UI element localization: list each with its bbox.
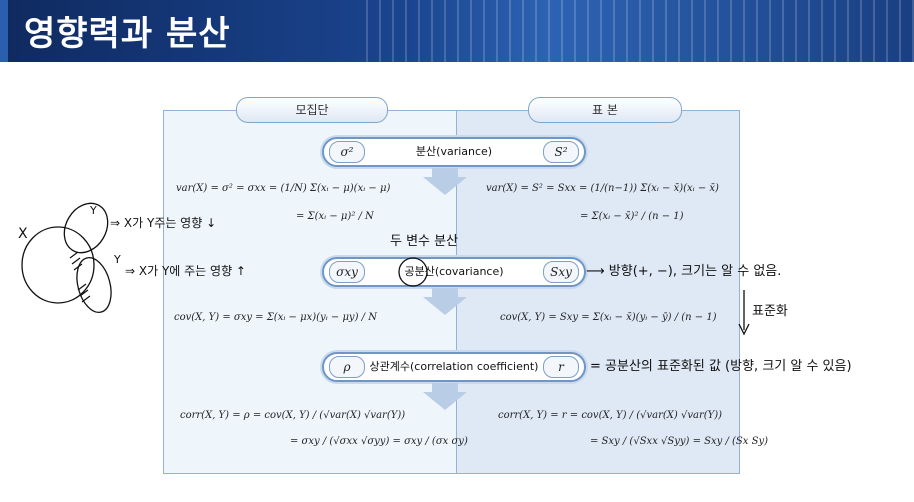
rho-symbol: ρ [329,356,365,378]
sigma-squared-symbol: σ² [329,141,365,163]
var-smp-formula: var(X) = S² = Sxx = (1/(n−1)) Σ(xᵢ − x̄)… [486,183,719,194]
var-pop-formula-2: = Σ(xᵢ − μ)² / N [296,211,374,222]
venn-x-label: X [18,226,28,242]
note-influence-down: ⇒ X가 Y주는 영향 ↓ [110,216,217,230]
arrow-stem-3 [432,383,458,393]
cov-pop-formula: cov(X, Y) = σxy = Σ(xᵢ − μx)(yᵢ − μy) / … [174,312,377,323]
variance-label: 분산(variance) [415,145,493,158]
s-xy-symbol: Sxy [543,261,579,283]
note-direction: ⟶ 방향(+, −), 크기는 알 수 없음. [586,264,782,279]
note-correlation-meaning: = 공분산의 표준화된 값 (방향, 크기 알 수 있음) [590,359,852,374]
arrow-stem-2 [432,288,458,298]
arrow-stem-1 [432,168,458,178]
variance-concept: σ² 분산(variance) S² [322,137,586,167]
title-bar: 영향력과 분산 [0,0,914,62]
venn-y-top-label: Y [90,204,97,217]
page-title: 영향력과 분산 [24,14,231,54]
corr-smp-formula-2: = Sxy / (√Sxx √Syy) = Sxy / (Sx Sy) [590,436,769,447]
sample-panel [456,110,740,474]
corr-pop-formula-2: = σxy / (√σxx √σyy) = σxy / (σx σy) [290,436,468,447]
covariance-concept: σxy 공분산(covariance) Sxy [322,257,586,287]
population-header: 모집단 [236,97,388,123]
r-symbol: r [543,356,579,378]
title-accent [0,0,8,62]
down-arrow-icon [423,297,467,315]
down-arrow-icon [423,392,467,410]
cov-smp-formula: cov(X, Y) = Sxy = Σ(xᵢ − x̄)(yᵢ − ȳ) / (… [500,312,717,323]
corr-smp-formula: corr(X, Y) = r = cov(X, Y) / (√var(X) √v… [498,410,723,421]
var-pop-formula: var(X) = σ² = σxx = (1/N) Σ(xᵢ − μ)(xᵢ −… [176,183,391,194]
note-influence-up: ⇒ X가 Y에 주는 영향 ↑ [125,264,246,278]
var-smp-formula-2: = Σ(xᵢ − x̄)² / (n − 1) [580,211,684,222]
correlation-concept: ρ 상관계수(correlation coefficient) r [322,352,586,382]
note-standardize: 표준화 [752,304,788,319]
covariance-label: 공분산(covariance) [404,265,504,278]
sigma-xy-symbol: σxy [329,261,365,283]
venn-y-mid-label: Y [114,253,121,266]
header-pattern [360,0,914,62]
note-two-variable-variance: 두 변수 분산 [390,234,459,249]
s-squared-symbol: S² [543,141,579,163]
down-arrow-icon [423,177,467,195]
sample-header: 표 본 [528,97,682,123]
corr-pop-formula: corr(X, Y) = ρ = cov(X, Y) / (√var(X) √v… [180,410,406,421]
correlation-label: 상관계수(correlation coefficient) [369,360,539,373]
